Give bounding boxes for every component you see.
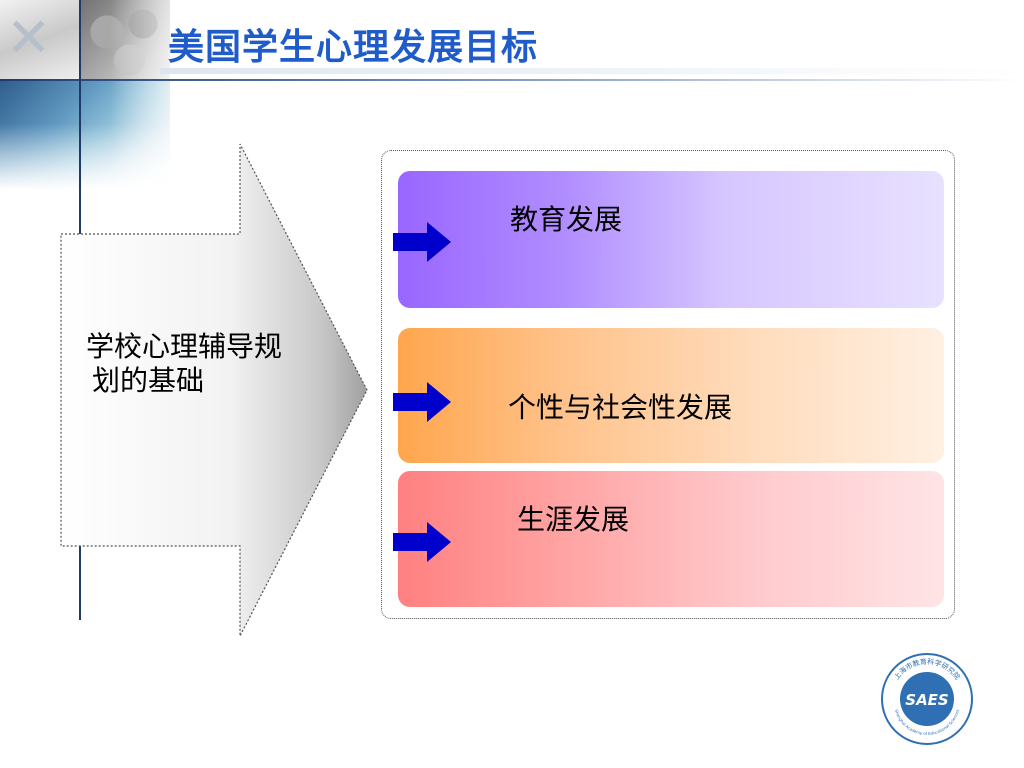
right-arrow-icon bbox=[393, 222, 451, 262]
right-arrow-icon bbox=[393, 522, 451, 562]
header-divider bbox=[0, 79, 1024, 81]
header-decoration: ✕ bbox=[0, 0, 200, 190]
target-box-education bbox=[398, 171, 944, 308]
target-label-personal-social: 个性与社会性发展 bbox=[508, 391, 733, 424]
saes-logo: 上海市教育科学研究院 Shanghai Academy of Education… bbox=[881, 653, 973, 745]
target-box-personal-social bbox=[398, 328, 944, 463]
source-label-line-1: 学校心理辅导规 bbox=[86, 330, 283, 363]
big-block-arrow bbox=[60, 143, 368, 637]
targets-frame bbox=[381, 150, 955, 619]
target-label-education: 教育发展 bbox=[510, 203, 623, 236]
source-label-line-2: 划的基础 bbox=[92, 364, 205, 397]
right-arrow-icon bbox=[393, 382, 451, 422]
target-label-career: 生涯发展 bbox=[517, 503, 630, 536]
page-title: 美国学生心理发展目标 bbox=[168, 27, 539, 68]
source-label: 学校心理辅导规 划的基础 bbox=[86, 330, 336, 398]
logo-text: SAES bbox=[905, 691, 948, 709]
target-box-career bbox=[398, 471, 944, 607]
